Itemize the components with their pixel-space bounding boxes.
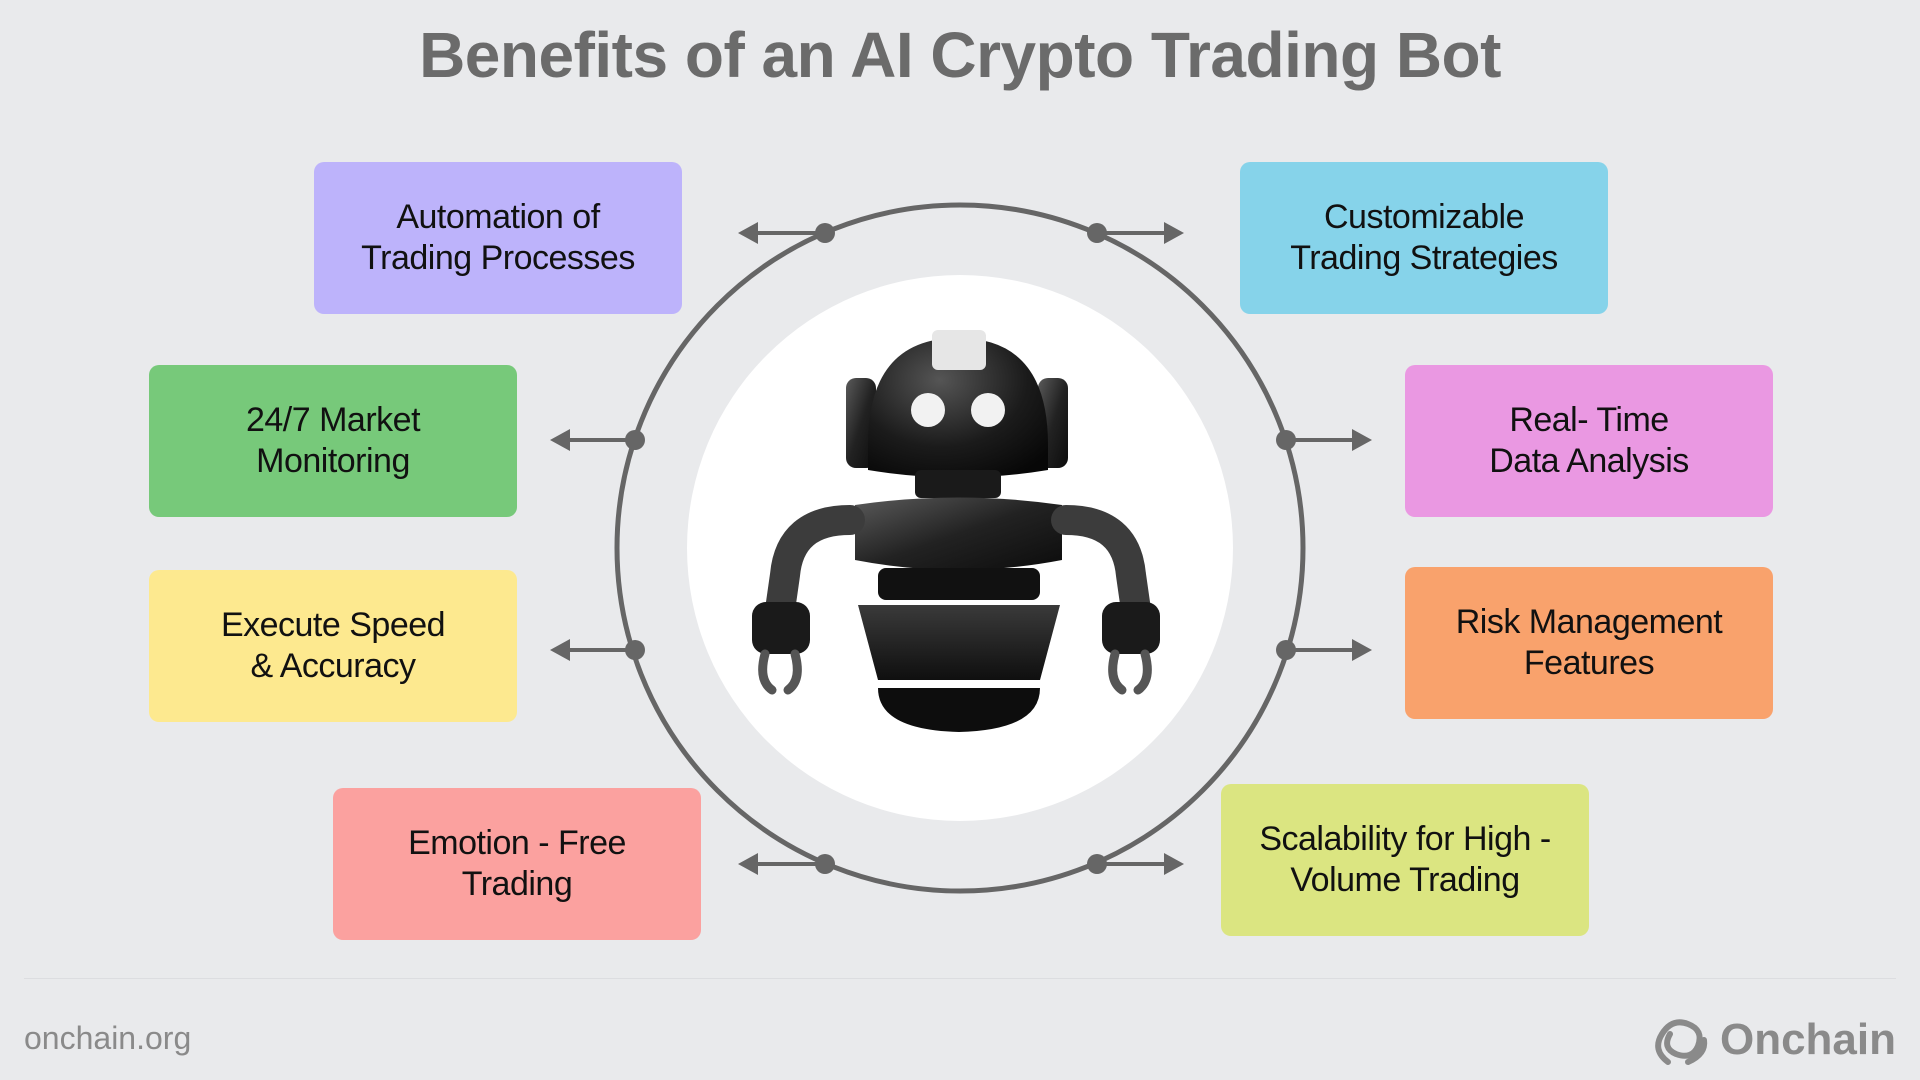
benefit-line: Features	[1523, 644, 1655, 682]
benefit-line: Risk Management	[1455, 603, 1723, 641]
benefit-line: Customizable	[1324, 198, 1524, 236]
benefit-line: Trading Processes	[361, 239, 635, 277]
benefit-speed-accuracy: Execute Speed& Accuracy	[149, 570, 517, 722]
benefit-line: Volume Trading	[1290, 861, 1520, 899]
robot-icon	[752, 330, 1160, 732]
benefit-line: Emotion - Free	[408, 824, 626, 862]
benefit-line: Real- Time	[1509, 401, 1669, 439]
benefit-scalability: Scalability for High -Volume Trading	[1221, 784, 1589, 936]
footer-url[interactable]: onchain.org	[24, 1020, 192, 1056]
benefit-line: 24/7 Market	[245, 401, 421, 439]
connectors	[550, 222, 1372, 875]
benefit-line: Trading Strategies	[1290, 239, 1558, 277]
benefit-line: Trading	[461, 865, 573, 903]
ring	[614, 202, 1306, 894]
brand-logo: Onchain	[1648, 1010, 1896, 1070]
benefit-line: Monitoring	[256, 442, 410, 480]
benefit-line: Data Analysis	[1489, 442, 1689, 480]
footer-divider	[24, 978, 1896, 979]
brand-name: Onchain	[1719, 1015, 1896, 1064]
benefit-line: Automation of	[396, 198, 600, 236]
benefit-line: & Accuracy	[250, 647, 416, 685]
onchain-logo-icon	[1655, 1019, 1708, 1065]
benefit-line: Scalability for High -	[1259, 820, 1551, 858]
benefit-line: Execute Speed	[220, 606, 446, 644]
page-title: Benefits of an AI Crypto Trading Bot	[419, 19, 1501, 91]
